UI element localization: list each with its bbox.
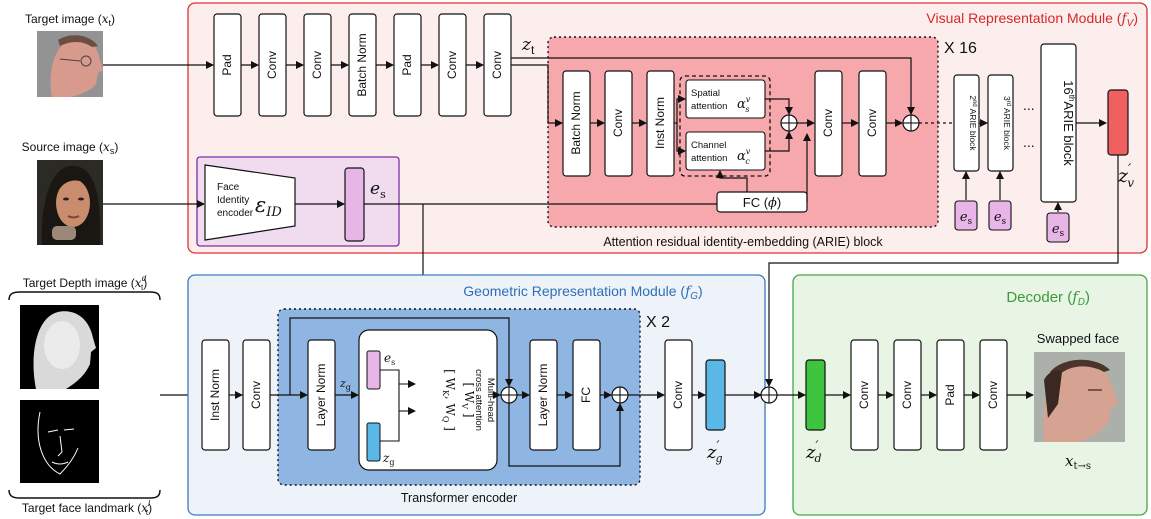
es-block-16 <box>1046 212 1070 243</box>
dec-pad-label: Pad <box>943 384 957 405</box>
es-main-label: es <box>370 179 386 201</box>
decoder-module: Decoder (fD) z′d Conv Conv Pad Conv Swap… <box>777 274 1148 516</box>
repeat-16: X 16 <box>944 40 977 57</box>
dec-conv-1-label: Conv <box>857 381 871 409</box>
depth-image <box>20 305 99 389</box>
mhca-wkq-label: [ WK, WQ ] <box>441 369 457 431</box>
es-block-2-label: es <box>960 210 973 227</box>
mhca-wv-label: [ WV ] <box>460 382 476 417</box>
inputs: Target image (xt) Source image (xs) Targ… <box>8 12 214 517</box>
mhca-es-input <box>366 350 381 390</box>
transformer-caption: Transformer encoder <box>401 491 517 505</box>
layer-conv-3-label: Conv <box>445 51 459 79</box>
layer-pad-2-label: Pad <box>400 54 414 75</box>
transformer-layernorm-1-label: Layer Norm <box>314 364 328 427</box>
swapped-face-image <box>1034 352 1125 442</box>
zd-label: z′d <box>805 439 821 465</box>
es-block-16-label: es <box>1052 222 1065 239</box>
zv-output-block <box>1107 89 1129 156</box>
decoder-title: Decoder (fD) <box>1006 288 1090 308</box>
mhca-arrows <box>380 369 416 442</box>
visual-representation-module: Visual Representation Module (fV) Pad Co… <box>187 2 1148 385</box>
zg-output-label: z′g <box>706 439 722 465</box>
dec-conv-3-label: Conv <box>986 381 1000 409</box>
layer-pad-1-label: Pad <box>220 54 234 75</box>
spatial-attention-box <box>685 79 766 119</box>
encoder-symbol: εID <box>255 193 282 220</box>
ellipsis-bottom: ... <box>1023 134 1035 150</box>
es-embedding <box>344 167 365 242</box>
layer-conv-1-label: Conv <box>265 51 279 79</box>
mhca-zg-input <box>366 422 381 462</box>
zv-label: z′v <box>1117 162 1134 190</box>
geometric-module-title: Geometric Representation Module (fG) <box>463 283 702 302</box>
visual-module-title: Visual Representation Module (fV) <box>926 10 1138 29</box>
mhca-title: Multi-headcross attention <box>473 369 496 431</box>
arie-conv-post-2-label: Conv <box>865 109 879 137</box>
geometric-arrows <box>229 317 762 467</box>
arie-arrows <box>511 57 915 202</box>
transformer-fc-label: FC <box>579 387 593 403</box>
attention-group <box>679 75 771 177</box>
landmark-bracket <box>8 489 161 499</box>
dec-conv-2-label: Conv <box>900 381 914 409</box>
geometric-representation-module: Geometric Representation Module (fG) Ins… <box>187 274 766 516</box>
source-image-label: Source image (xs) <box>22 140 119 156</box>
es-block-2 <box>954 200 978 231</box>
arie-block-3-label: 3rd ARIE block <box>1002 96 1012 151</box>
face-identity-encoder <box>204 164 296 241</box>
block-arrows <box>962 119 1107 212</box>
mhca-box <box>358 329 498 471</box>
arie-block-16-label: 16thARIE block <box>1061 80 1076 166</box>
mhca-es-label: es <box>384 351 395 367</box>
arie-conv-label: Conv <box>611 109 625 137</box>
arie-block-2-label: 2nd ARIE block <box>968 95 978 151</box>
geo-out-conv-label: Conv <box>671 381 685 409</box>
fc-phi-label: FC (ϕ) <box>743 195 782 211</box>
zd-block <box>805 359 826 431</box>
arie-caption: Attention residual identity-embedding (A… <box>603 235 883 249</box>
layer-batchnorm-label: Batch Norm <box>355 33 369 96</box>
channel-attention-box <box>685 131 766 171</box>
output-label: xt→s <box>1065 452 1091 472</box>
zg-output-block <box>705 359 726 431</box>
source-image <box>37 160 103 245</box>
geo-conv-label: Conv <box>249 381 263 409</box>
swapped-face-label: Swapped face <box>1037 331 1119 346</box>
zv-to-decoder-line <box>765 155 1119 387</box>
ellipsis-top: ... <box>1023 97 1035 113</box>
transformer-layernorm-2-label: Layer Norm <box>536 364 550 427</box>
arie-instnorm-label: Inst Norm <box>653 97 667 149</box>
target-image-label: Target image (xt) <box>25 12 115 28</box>
es-block-3 <box>988 200 1012 231</box>
zg-transformer-label: zg <box>339 377 351 392</box>
arie-batchnorm-label: Batch Norm <box>569 91 583 154</box>
layer-conv-4-label: Conv <box>490 51 504 79</box>
target-image <box>37 31 103 97</box>
geo-instnorm-label: Inst Norm <box>208 369 222 421</box>
zt-label: zt <box>521 35 535 57</box>
landmark-image <box>20 400 99 483</box>
repeat-2: X 2 <box>646 314 670 331</box>
arie-conv-post-1-label: Conv <box>821 109 835 137</box>
mhca-zg-label: zg <box>382 451 394 467</box>
layer-conv-2-label: Conv <box>310 51 324 79</box>
depth-bracket <box>8 291 161 301</box>
es-block-3-label: es <box>994 210 1007 227</box>
